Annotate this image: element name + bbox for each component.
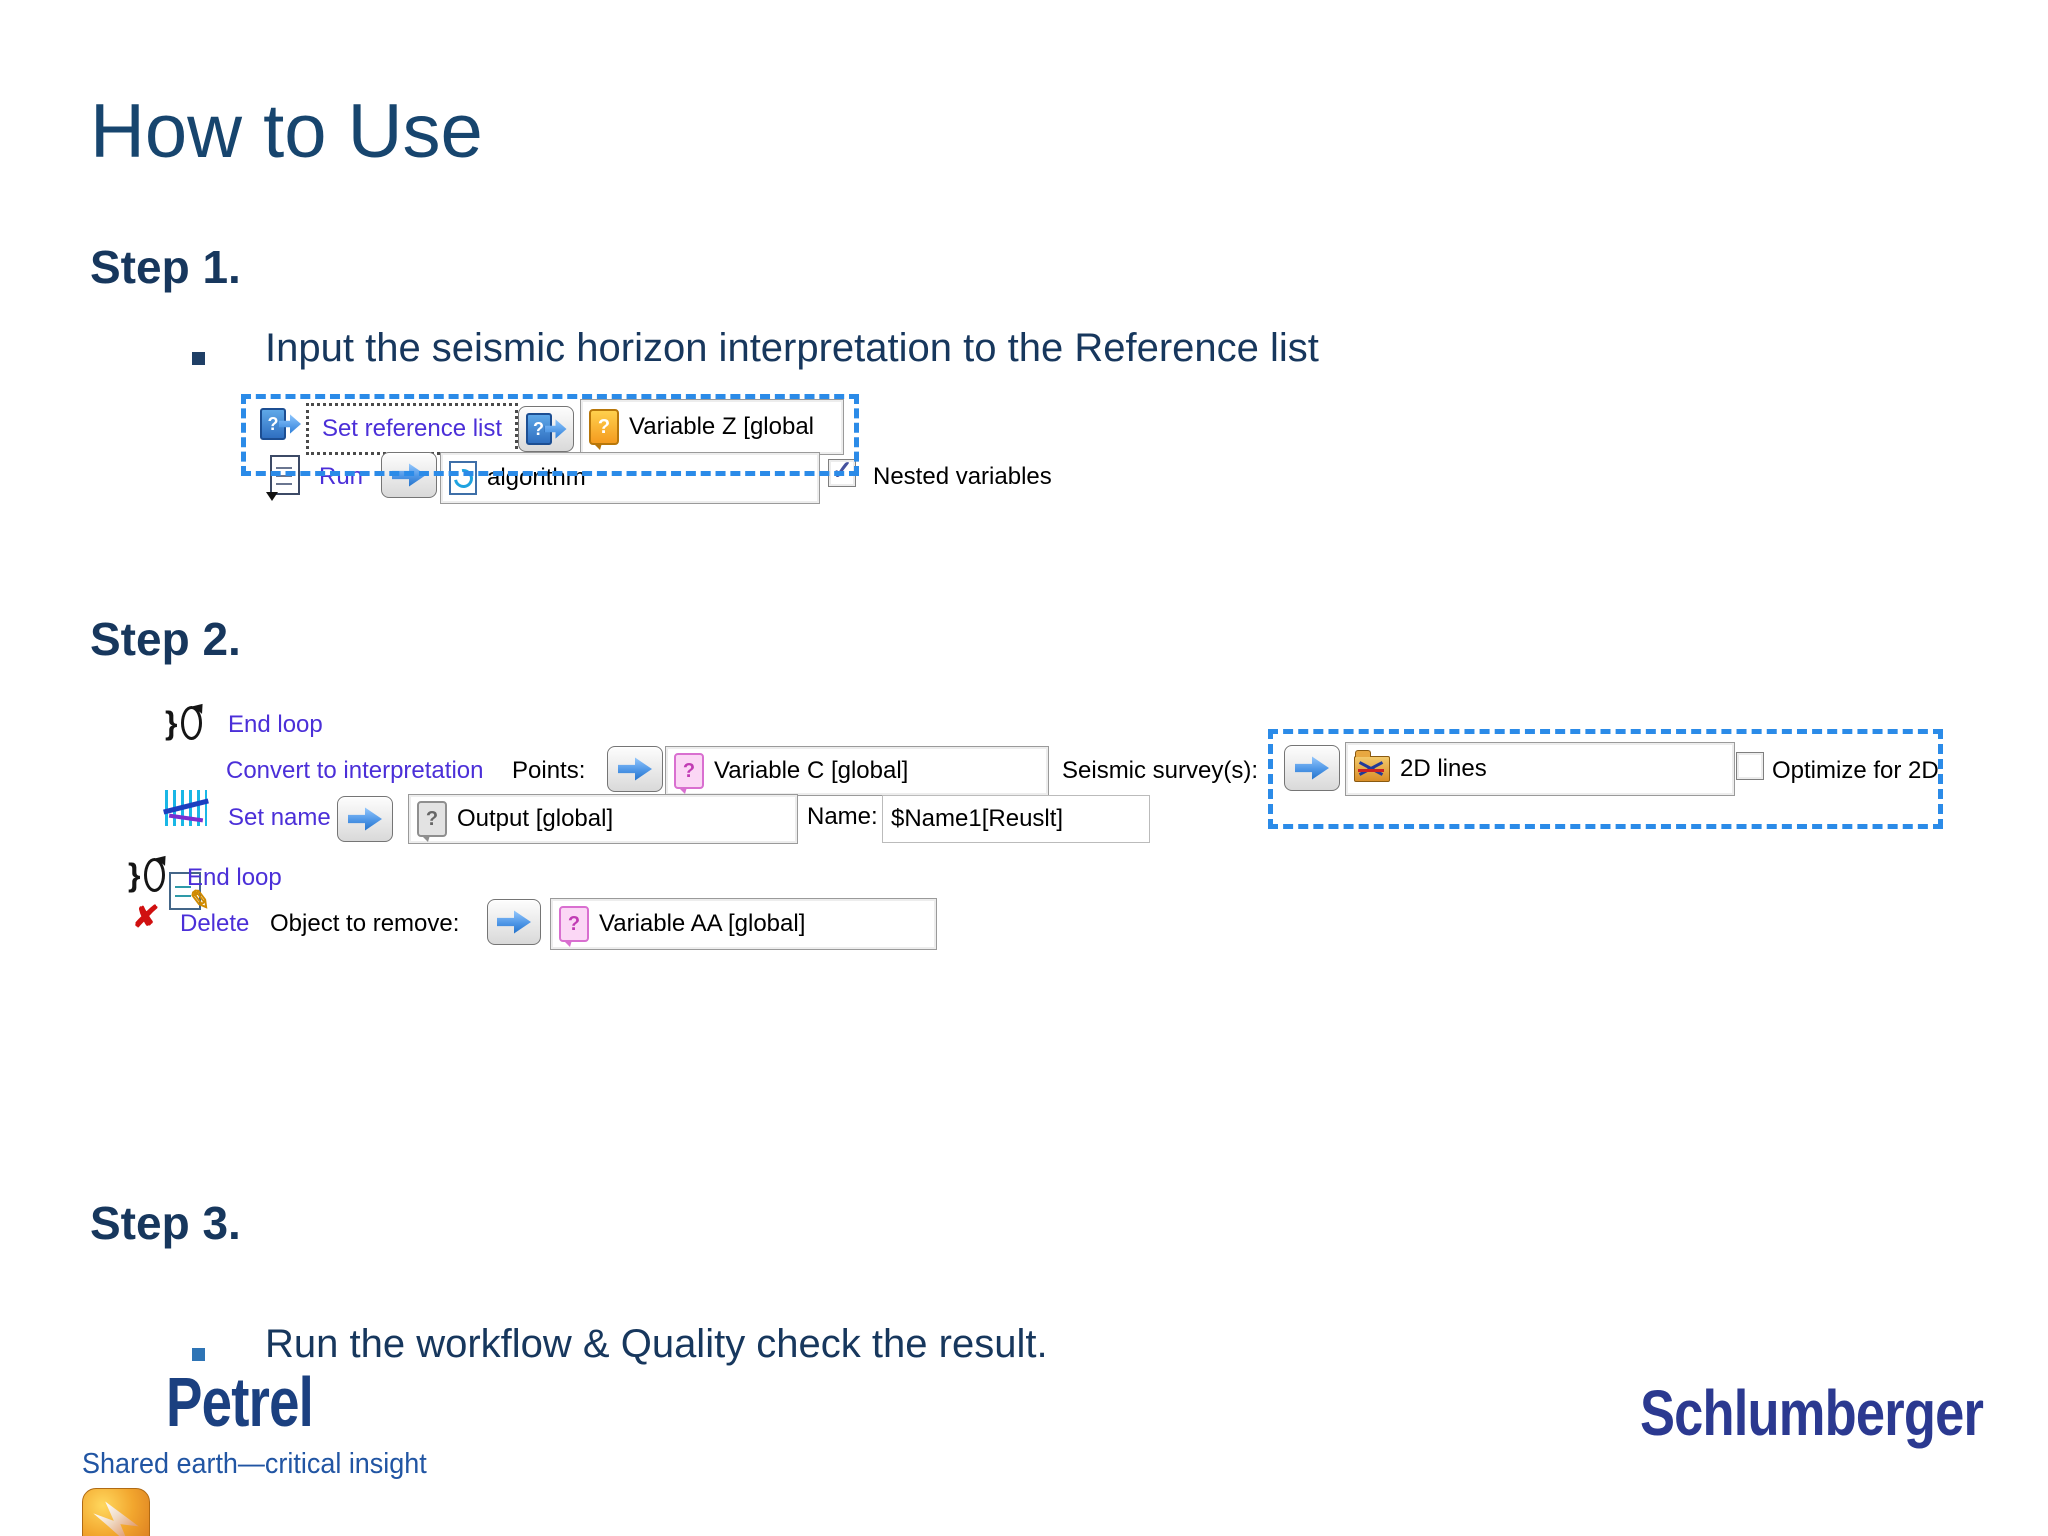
delete-value-field[interactable]: ? Variable AA [global] (550, 898, 937, 950)
run-algorithm-field[interactable]: algorithm (440, 452, 820, 504)
reference-value-text: Variable Z [global (629, 413, 814, 440)
orange-question-note-icon: ? (589, 409, 619, 450)
petrel-flash-shape (93, 1501, 139, 1536)
survey-drop-button[interactable] (1284, 745, 1340, 791)
step3-heading: Step 3. (90, 1197, 241, 1249)
page-title: How to Use (90, 89, 483, 174)
run-item-label[interactable]: Run (319, 463, 364, 490)
blue-arrow-icon (618, 757, 652, 781)
end-loop-2-label[interactable]: End loop (187, 864, 282, 891)
set-name-label[interactable]: Set name (228, 804, 331, 831)
set-reference-drop-button[interactable]: ? (518, 406, 574, 452)
question-glyph: ? (682, 759, 696, 782)
question-glyph: ? (567, 912, 581, 935)
nested-variables-checkbox[interactable]: ✓ (828, 455, 856, 487)
set-name-icon: ✎ (169, 872, 213, 916)
bullet-square (192, 352, 205, 365)
set-reference-list-item[interactable]: Set reference list (306, 403, 518, 455)
points-value-field[interactable]: ? Variable C [global] (665, 746, 1049, 796)
name-value-text: $Name1[Reuslt] (891, 805, 1064, 832)
points-value-text: Variable C [global] (714, 757, 909, 784)
bullet-square (192, 1348, 205, 1361)
step1-bullet-text: Input the seismic horizon interpretation… (265, 326, 1319, 370)
gray-question-note-icon: ? (417, 801, 447, 842)
step1-heading: Step 1. (90, 241, 241, 293)
survey-value-text: 2D lines (1400, 755, 1487, 782)
run-drop-button[interactable] (381, 452, 437, 498)
petrel-wordmark: Petrel (166, 1363, 314, 1441)
blue-arrow-icon (348, 807, 382, 831)
pink-question-note-icon: ? (674, 753, 704, 794)
end-loop-icon: } (165, 705, 203, 741)
points-label: Points: (512, 757, 586, 784)
run-algorithm-text: algorithm (487, 464, 586, 491)
optimize-2d-checkbox[interactable] (1736, 752, 1764, 780)
end-loop-1-label[interactable]: End loop (228, 711, 323, 738)
convert-to-interpretation-icon (165, 790, 207, 826)
convert-item-label[interactable]: Convert to interpretation (226, 757, 484, 784)
end-loop-icon: } (128, 857, 166, 893)
schlumberger-wordmark: Schlumberger (1640, 1377, 1984, 1449)
delete-cross-icon: ✘ (130, 901, 161, 934)
question-glyph: ? (597, 415, 611, 438)
step2-heading: Step 2. (90, 613, 241, 665)
brace-glyph: } (128, 857, 141, 893)
blue-arrow-icon (497, 910, 531, 934)
check-glyph: ✓ (831, 454, 853, 485)
blue-arrow-icon (392, 463, 426, 487)
optimize-2d-label: Optimize for 2D (1772, 757, 1939, 784)
nested-variables-label: Nested variables (873, 463, 1052, 490)
blue-arrow-icon (1295, 756, 1329, 780)
step3-bullet-text: Run the workflow & Quality check the res… (265, 1322, 1048, 1366)
question-arrow-icon: ? (525, 413, 567, 445)
delete-item-label[interactable]: Delete (180, 910, 250, 937)
petrel-logo-icon (82, 1488, 150, 1536)
reference-value-field[interactable]: ? Variable Z [global (580, 399, 844, 455)
object-to-remove-label: Object to remove: (270, 910, 460, 937)
set-name-value-text: Output [global] (457, 805, 614, 832)
2d-lines-folder-icon (1354, 750, 1390, 782)
delete-drop-button[interactable] (487, 899, 541, 945)
seismic-survey-label: Seismic survey(s): (1062, 757, 1259, 784)
loop-oval-icon (144, 858, 166, 892)
survey-value-field[interactable]: 2D lines (1345, 742, 1735, 796)
refresh-ring (449, 464, 477, 492)
set-reference-list-icon: ? (260, 408, 301, 440)
petrel-tagline: Shared earth—critical insight (82, 1448, 427, 1480)
points-drop-button[interactable] (607, 746, 663, 792)
set-name-drop-button[interactable] (337, 796, 393, 842)
name-value-field[interactable]: $Name1[Reuslt] (882, 795, 1150, 843)
delete-value-text: Variable AA [global] (599, 910, 806, 937)
algorithm-refresh-icon (449, 461, 477, 495)
run-document-icon (266, 455, 300, 501)
question-glyph: ? (425, 807, 439, 830)
set-reference-list-label: Set reference list (321, 415, 503, 442)
loop-oval-icon (181, 706, 203, 740)
folder-line-red (1358, 769, 1384, 772)
name-label: Name: (807, 803, 878, 830)
brace-glyph: } (165, 705, 178, 741)
pink-question-note-icon: ? (559, 906, 589, 947)
set-name-value-field[interactable]: ? Output [global] (408, 794, 798, 844)
